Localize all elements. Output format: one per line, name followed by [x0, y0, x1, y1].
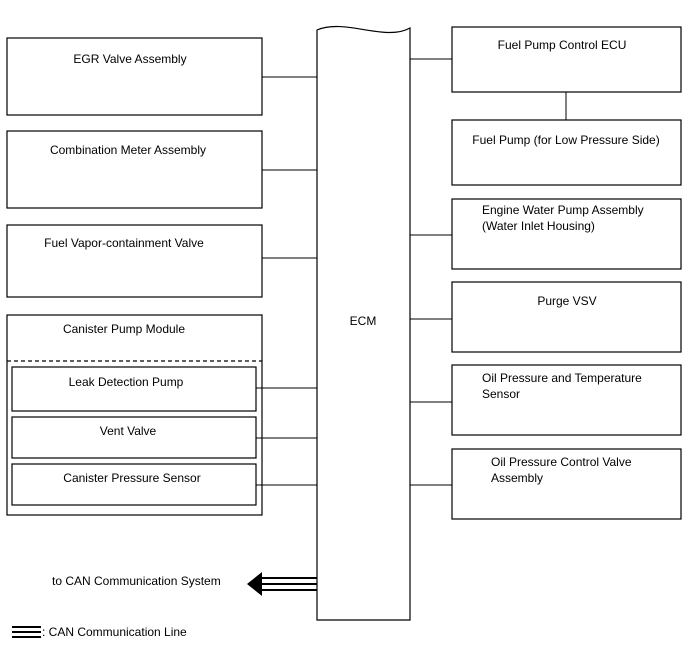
oil-pressure-valve-label-1: Oil Pressure Control Valve: [491, 455, 632, 469]
oil-pressure-control-valve-assembly: Oil Pressure Control Valve Assembly: [410, 448, 682, 520]
oil-pressure-sensor-label-1: Oil Pressure and Temperature: [482, 371, 642, 385]
fuel-pump-label: Fuel Pump (for Low Pressure Side): [472, 133, 659, 147]
engine-water-pump-label-2: (Water Inlet Housing): [482, 219, 595, 233]
arrow-head-icon: [247, 572, 262, 596]
ecm-label: ECM: [350, 314, 377, 328]
fuel-pump-low-pressure: Fuel Pump (for Low Pressure Side): [451, 119, 682, 186]
legend: : CAN Communication Line: [12, 625, 187, 639]
fuel-vapor-valve-label: Fuel Vapor-containment Valve: [44, 236, 204, 250]
engine-water-pump-assembly: Engine Water Pump Assembly (Water Inlet …: [410, 198, 682, 270]
canister-pump-module: Canister Pump Module Leak Detection Pump…: [6, 314, 317, 516]
purge-vsv: Purge VSV: [410, 281, 682, 353]
ecm-box: [316, 25, 411, 621]
vent-valve-label: Vent Valve: [100, 424, 157, 438]
canister-pressure-sensor: Canister Pressure Sensor: [11, 463, 317, 506]
fuel-vapor-containment-valve: Fuel Vapor-containment Valve: [6, 224, 317, 298]
oil-pressure-sensor-label-2: Sensor: [482, 387, 520, 401]
canister-pressure-sensor-label: Canister Pressure Sensor: [63, 471, 200, 485]
oil-pressure-valve-label-2: Assembly: [491, 471, 543, 485]
oil-pressure-temperature-sensor: Oil Pressure and Temperature Sensor: [410, 364, 682, 436]
fuel-pump-control-ecu: Fuel Pump Control ECU: [410, 26, 682, 93]
leak-detection-pump: Leak Detection Pump: [11, 366, 317, 412]
vent-valve: Vent Valve: [11, 416, 317, 459]
purge-vsv-label: Purge VSV: [537, 294, 596, 308]
legend-label: : CAN Communication Line: [42, 625, 187, 639]
canister-module-title: Canister Pump Module: [63, 322, 185, 336]
leak-detection-pump-label: Leak Detection Pump: [69, 375, 184, 389]
egr-valve-label: EGR Valve Assembly: [73, 52, 186, 66]
combination-meter-assembly: Combination Meter Assembly: [6, 130, 317, 209]
can-arrow-label: to CAN Communication System: [52, 574, 221, 588]
egr-valve-assembly: EGR Valve Assembly: [6, 37, 317, 116]
combination-meter-label: Combination Meter Assembly: [50, 143, 206, 157]
engine-water-pump-label-1: Engine Water Pump Assembly: [482, 203, 644, 217]
can-communication-arrow: to CAN Communication System: [52, 572, 317, 596]
fuel-pump-control-ecu-label: Fuel Pump Control ECU: [498, 38, 627, 52]
